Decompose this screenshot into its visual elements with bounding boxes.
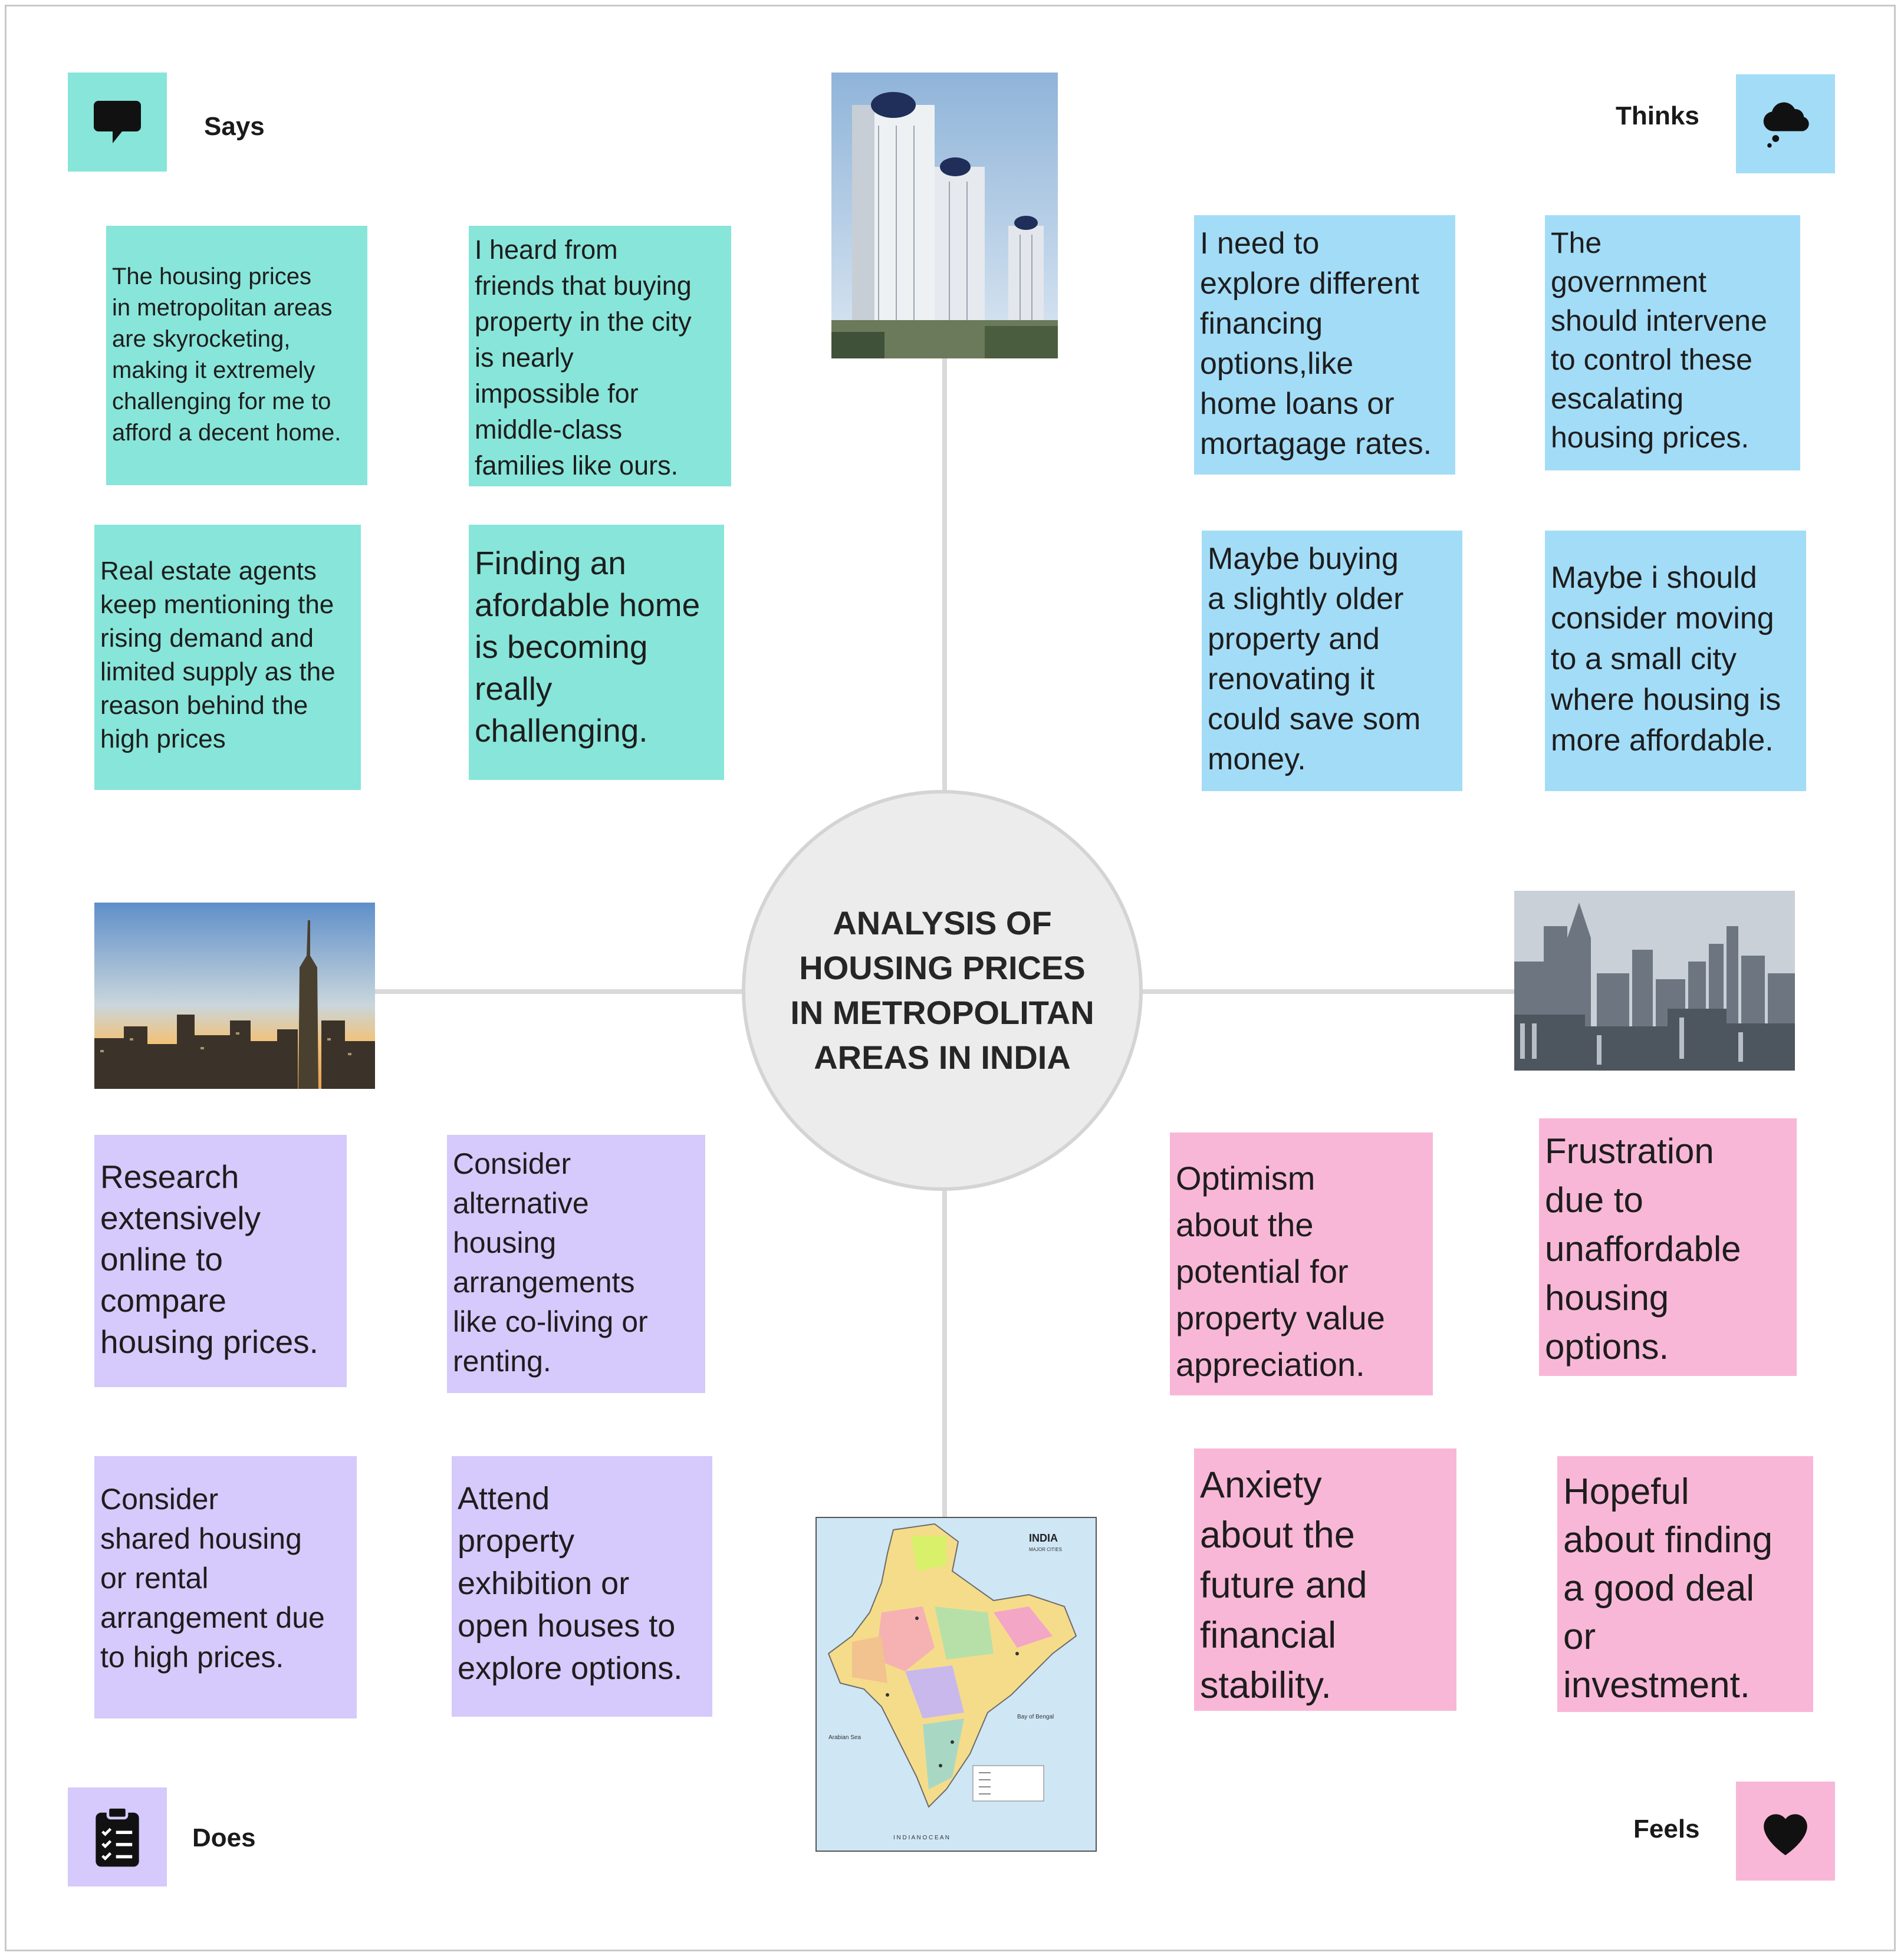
clipboard-checklist-icon: [96, 1806, 139, 1867]
speech-bubble-icon: [94, 101, 141, 143]
photo-city-skyline-sunset[interactable]: [94, 903, 375, 1089]
axis-vertical-top: [942, 357, 947, 793]
feels-note-2[interactable]: Frustration due to unaffordable housing …: [1539, 1118, 1797, 1376]
feels-label: Feels: [1633, 1815, 1700, 1843]
center-title: ANALYSIS OF HOUSING PRICES IN METROPOLIT…: [790, 904, 1094, 1076]
thought-cloud-icon: [1763, 102, 1809, 148]
does-note-3[interactable]: Consider shared housing or rental arrang…: [94, 1456, 357, 1718]
does-note-4[interactable]: Attend property exhibition or open house…: [452, 1456, 712, 1717]
photo-residential-towers[interactable]: [831, 73, 1058, 358]
map-sea-label: Arabian Sea: [828, 1734, 861, 1741]
says-note-4[interactable]: Finding an afordable home is becoming re…: [469, 525, 724, 780]
map-title: INDIA: [1029, 1532, 1058, 1544]
feels-note-4[interactable]: Hopeful about finding a good deal or inv…: [1557, 1456, 1813, 1712]
thinks-label: Thinks: [1616, 101, 1699, 130]
map-ocean-label: I N D I A N O C E A N: [893, 1835, 949, 1841]
says-icon-tile: [68, 73, 167, 172]
says-note-1[interactable]: The housing prices in metropolitan areas…: [106, 226, 367, 485]
heart-icon: [1764, 1814, 1807, 1855]
axis-horizontal-right: [1139, 989, 1517, 994]
feels-note-3[interactable]: Anxiety about the future and financial s…: [1194, 1448, 1456, 1711]
thinks-note-1[interactable]: I need to explore different financing op…: [1194, 215, 1455, 475]
map-legend: [972, 1765, 1044, 1802]
does-note-2[interactable]: Consider alternative housing arrangement…: [447, 1135, 705, 1393]
says-note-3[interactable]: Real estate agents keep mentioning the r…: [94, 525, 361, 790]
feels-note-1[interactable]: Optimism about the potential for propert…: [1170, 1132, 1433, 1395]
does-icon-tile: [68, 1787, 167, 1886]
axis-horizontal-left: [374, 989, 745, 994]
thinks-icon-tile: [1736, 74, 1835, 173]
center-topic-circle[interactable]: ANALYSIS OF HOUSING PRICES IN METROPOLIT…: [742, 790, 1143, 1191]
photo-city-skyline-grey[interactable]: [1514, 891, 1795, 1071]
axis-vertical-bottom: [942, 1188, 947, 1518]
thinks-note-2[interactable]: The government should intervene to contr…: [1545, 215, 1800, 470]
thinks-note-3[interactable]: Maybe buying a slightly older property a…: [1202, 531, 1462, 791]
says-label: Says: [204, 112, 265, 141]
feels-icon-tile: [1736, 1782, 1835, 1881]
map-subtitle: MAJOR CITIES: [1029, 1547, 1062, 1552]
says-note-2[interactable]: I heard from friends that buying propert…: [469, 226, 731, 486]
thinks-note-4[interactable]: Maybe i should consider moving to a smal…: [1545, 531, 1806, 791]
does-label: Does: [192, 1823, 256, 1852]
does-note-1[interactable]: Research extensively online to compare h…: [94, 1135, 347, 1387]
map-bay-label: Bay of Bengal: [1017, 1714, 1054, 1720]
india-map[interactable]: INDIA MAJOR CITIES Arabian Sea Bay of Be…: [815, 1517, 1097, 1852]
